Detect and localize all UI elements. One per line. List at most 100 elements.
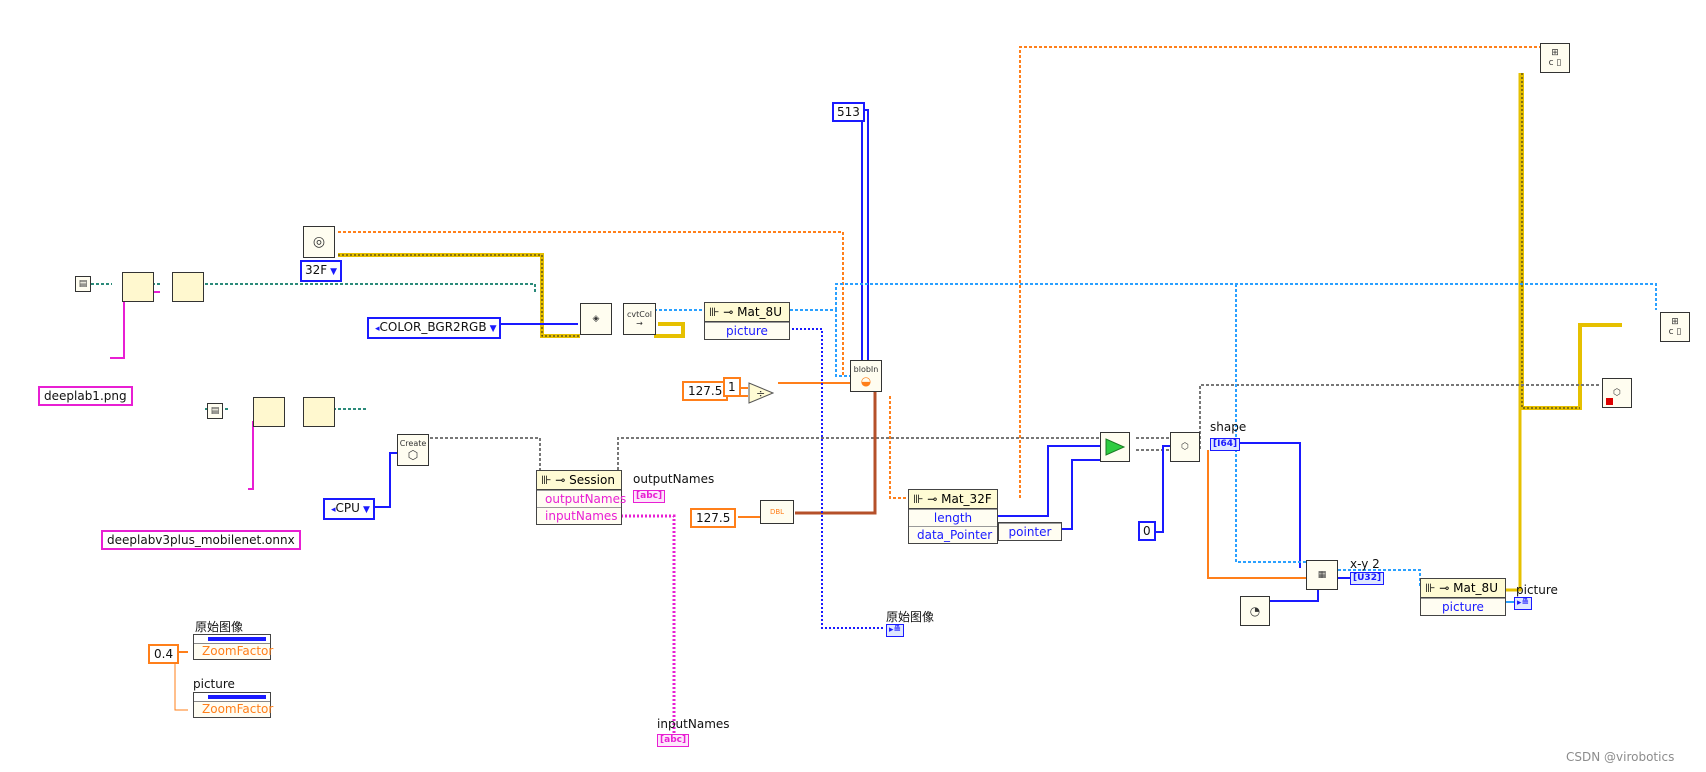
string-wire bbox=[577, 514, 676, 740]
picture-zoom-label: picture bbox=[193, 677, 235, 691]
numeric-wire bbox=[1207, 450, 1310, 579]
cvtcolor-vi[interactable]: cvtCol→ bbox=[623, 303, 656, 335]
play-icon bbox=[1105, 438, 1126, 456]
zoom-node-header bbox=[194, 635, 270, 644]
mat32f-property-node[interactable]: ⊪ ⊸ Mat_32F length data_Pointer bbox=[908, 489, 998, 544]
integer-wire bbox=[374, 452, 397, 508]
numeric-wire bbox=[174, 652, 188, 711]
release-vi-2[interactable]: ⊞c ▯ bbox=[1660, 312, 1690, 342]
zoom-constant[interactable]: 0.4 bbox=[148, 644, 180, 664]
mat8u-property-node[interactable]: ⊪ ⊸ Mat_8U picture bbox=[704, 302, 790, 340]
cluster-wire bbox=[1521, 73, 1580, 409]
picture-indicator[interactable]: ▸≞ bbox=[1514, 597, 1533, 610]
mat32f-title: Mat_32F bbox=[941, 492, 992, 506]
picture-zoom-node[interactable]: ZoomFactor bbox=[193, 692, 274, 718]
zoom-factor-property[interactable]: ZoomFactor bbox=[202, 644, 274, 658]
cluster-wire bbox=[338, 254, 580, 337]
integer-wire bbox=[1210, 442, 1301, 568]
mat8u-title: Mat_8U bbox=[737, 305, 782, 319]
xy2-indicator[interactable]: [U32] bbox=[1350, 572, 1385, 585]
divide-icon: ÷ bbox=[748, 382, 775, 404]
input-names-property[interactable]: inputNames bbox=[537, 507, 621, 524]
mean-constant-a[interactable]: 127.5 bbox=[682, 381, 729, 401]
output-names-indicator[interactable]: [abc] bbox=[633, 490, 666, 503]
imread-vi-icon[interactable]: ◈ bbox=[580, 303, 612, 335]
chevron-down-icon: ▼ bbox=[330, 267, 338, 277]
model-path-constant[interactable]: deeplabv3plus_mobilenet.onnx bbox=[101, 530, 301, 550]
integer-wire bbox=[1156, 445, 1172, 533]
color-conversion-ring[interactable]: ◂COLOR_BGR2RGB▼ bbox=[367, 317, 502, 339]
image-path-constant[interactable]: deeplab1.png bbox=[38, 386, 133, 406]
divide-function[interactable]: ÷ bbox=[748, 382, 775, 404]
zero-constant[interactable]: 0 bbox=[1138, 521, 1156, 541]
blobfromimage-label: blobIn bbox=[853, 364, 879, 374]
blobfromimage-vi[interactable]: blobIn◒ bbox=[850, 360, 882, 392]
imread-icon[interactable]: ◎ bbox=[303, 226, 335, 258]
color-map-icon[interactable]: ◔ bbox=[1240, 596, 1270, 626]
depth-ring[interactable]: 32F▼ bbox=[300, 260, 343, 282]
picture-indicator-label: picture bbox=[1516, 583, 1558, 597]
create-session-vi[interactable]: Create⬡ bbox=[397, 434, 429, 466]
cluster-wire bbox=[1520, 73, 1622, 410]
path-build-vi-2[interactable] bbox=[172, 272, 204, 302]
mat8u-picture-property[interactable]: picture bbox=[705, 322, 789, 339]
device-ring[interactable]: ◂CPU▼ bbox=[323, 498, 375, 520]
file-path-icon: ▤ bbox=[75, 276, 91, 292]
path-build-vi-3[interactable] bbox=[253, 397, 285, 427]
original-image-zoom-label: 原始图像 bbox=[195, 620, 244, 634]
length-property[interactable]: length bbox=[909, 509, 997, 526]
integer-wire bbox=[1062, 459, 1105, 530]
string-wire bbox=[110, 297, 125, 359]
cluster-wire bbox=[654, 322, 685, 338]
mat32f-header: ⊪ ⊸ Mat_32F bbox=[909, 490, 997, 509]
path-build-vi-1[interactable] bbox=[122, 272, 154, 302]
zoom-node-header-2 bbox=[194, 693, 270, 702]
refnum-wire bbox=[1136, 384, 1600, 451]
pointer-node[interactable]: pointer bbox=[998, 522, 1062, 541]
numeric-wire bbox=[795, 380, 877, 515]
run-session-vi[interactable] bbox=[1100, 432, 1130, 462]
original-image-indicator[interactable]: ▸≞ bbox=[886, 624, 905, 637]
numeric-wire bbox=[1019, 46, 1540, 498]
output-names-label: outputNames bbox=[633, 472, 715, 486]
shape-label: shape bbox=[1210, 420, 1247, 434]
shape-indicator[interactable]: [I64] bbox=[1210, 438, 1241, 451]
input-names-label: inputNames bbox=[657, 717, 730, 731]
session-property-node[interactable]: ⊪ ⊸ Session outputNames inputNames bbox=[536, 470, 626, 525]
session-header: ⊪ ⊸ Session bbox=[537, 471, 621, 490]
size-513-constant[interactable]: 513 bbox=[832, 102, 865, 122]
depth-ring-value: 32F bbox=[305, 263, 328, 277]
output-names-property[interactable]: outputNames bbox=[537, 490, 626, 507]
build-array-dbl[interactable]: DBL bbox=[760, 500, 794, 524]
pointer-label: pointer bbox=[999, 523, 1061, 540]
blob-icon: ◒ bbox=[860, 373, 872, 388]
network-icon: ⬡ bbox=[407, 447, 419, 462]
numeric-wire bbox=[889, 396, 908, 499]
refnum-wire-blue bbox=[835, 283, 1657, 310]
u32-type: U32 bbox=[1357, 573, 1377, 583]
original-image-zoom-node[interactable]: ZoomFactor bbox=[193, 634, 274, 660]
zoom-factor-property-2[interactable]: ZoomFactor bbox=[202, 702, 274, 716]
chevron-down-icon: ▼ bbox=[362, 505, 370, 515]
path-build-vi-4[interactable] bbox=[303, 397, 335, 427]
svg-text:÷: ÷ bbox=[756, 387, 765, 400]
original-image-label: 原始图像 bbox=[886, 610, 935, 624]
one-constant[interactable]: 1 bbox=[723, 377, 741, 397]
mat8u-property-node-b[interactable]: ⊪ ⊸ Mat_8U picture bbox=[1420, 578, 1506, 616]
mat8u-header: ⊪ ⊸ Mat_8U bbox=[705, 303, 789, 322]
mat8u-b-picture-property[interactable]: picture bbox=[1421, 598, 1505, 615]
integer-wire bbox=[998, 445, 1105, 517]
get-output-vi[interactable]: ⬡ bbox=[1170, 432, 1200, 462]
xy2-label: x-y 2 bbox=[1350, 557, 1380, 571]
release-vi-1[interactable]: ⊞c ▯ bbox=[1540, 43, 1570, 73]
argmax-vi[interactable]: ▦ bbox=[1306, 560, 1338, 590]
string-type-2: abc bbox=[664, 735, 682, 745]
input-names-indicator[interactable]: [abc] bbox=[657, 734, 690, 747]
stop-icon bbox=[1606, 398, 1613, 405]
session-title: Session bbox=[569, 473, 615, 487]
mean-constant-b[interactable]: 127.5 bbox=[690, 508, 737, 528]
data-pointer-property[interactable]: data_Pointer bbox=[909, 526, 997, 543]
cvtcolor-label: cvtCol bbox=[627, 310, 652, 319]
arrow-right-icon: → bbox=[636, 319, 643, 328]
